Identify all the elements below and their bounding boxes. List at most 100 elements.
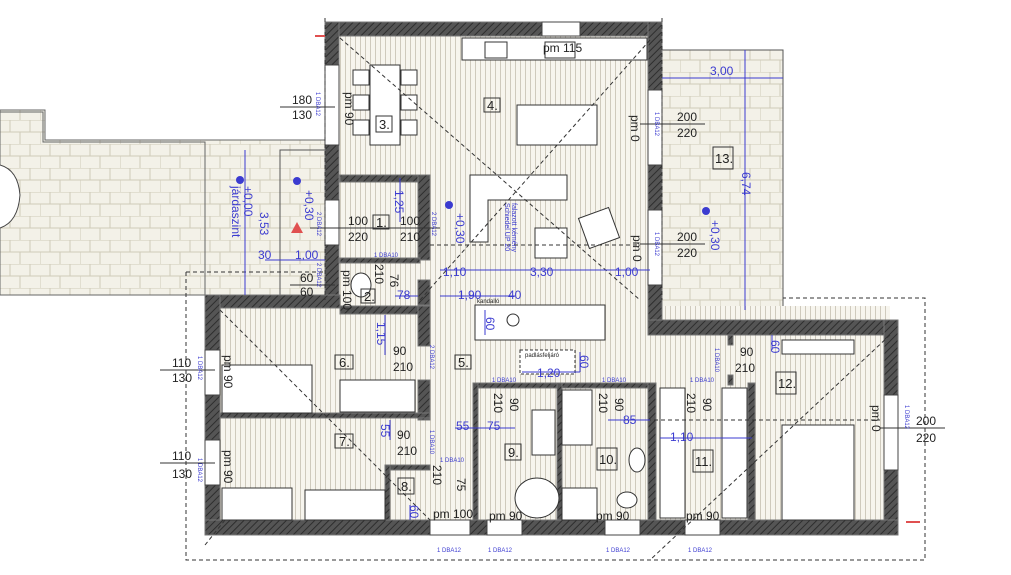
dim-label: 1,90 xyxy=(458,288,482,302)
dim-entry-length: 3,53 xyxy=(257,212,271,236)
room-label-3: 3. xyxy=(375,115,393,133)
svg-text:13.: 13. xyxy=(715,151,733,166)
opening-width: 76 xyxy=(387,274,401,288)
chimney-note-sub: falazott kémény xyxy=(510,203,517,253)
svg-text:5.: 5. xyxy=(458,355,469,370)
opening-height: 220 xyxy=(677,126,697,140)
dimension-lines xyxy=(244,50,783,520)
level-marker-icon xyxy=(293,177,301,185)
opening-code: 2 DBA12 xyxy=(315,212,321,237)
parapet-label: pm 115 xyxy=(543,41,582,55)
parapet-label: pm 90 xyxy=(221,355,235,389)
parapet-label: pm 0 xyxy=(869,405,883,432)
opening-code: 1 DBA12 xyxy=(196,458,202,483)
level-label: +0,00 xyxy=(241,186,255,217)
opening-height: 130 xyxy=(172,371,192,385)
room-label-7: 7. xyxy=(334,433,354,449)
dim-label: 55 xyxy=(378,424,392,438)
opening-codes: 1 DBA12 1 DBA12 1 DBA12 1 DBA12 1 DBA12 … xyxy=(196,92,909,554)
parapet-label: pm 100 xyxy=(340,270,354,310)
opening-width: 75 xyxy=(454,478,468,492)
opening-width: 100 xyxy=(400,214,420,228)
dim-label: 60 xyxy=(407,505,421,519)
parapet-labels: pm 90 pm 115 pm 0 pm 0 pm 90 pm 90 pm 10… xyxy=(221,41,883,523)
level-labels: +0,00 járdaszint +0,30 +0,30 +0,30 Schie… xyxy=(229,185,722,359)
opening-code: 2 DBA12 xyxy=(428,345,434,370)
opening-code: 1 DBA12 xyxy=(688,548,713,554)
opening-height: 210 xyxy=(491,393,505,413)
dim-label: 78 xyxy=(397,288,411,302)
room-label-10: 10. xyxy=(596,447,618,471)
entrance-arrow-icon xyxy=(291,222,303,233)
opening-width: 90 xyxy=(507,398,521,412)
room-labels: 1. 2. 3. 4. 5. 6. 7. 8. 9. 10. 11. 12. 1… xyxy=(334,97,797,495)
dim-label: 1,00 xyxy=(615,265,639,279)
parapet-label: pm 90 xyxy=(686,509,720,523)
openings xyxy=(204,21,899,536)
opening-code: 1 DBA12 xyxy=(903,405,909,430)
svg-text:6.: 6. xyxy=(339,355,350,370)
entry-terrace xyxy=(0,109,326,296)
opening-code: 1 DBA10 xyxy=(713,348,719,373)
dim-terrace-length: 6,74 xyxy=(739,172,753,196)
opening-width: 90 xyxy=(397,428,411,442)
svg-text:9.: 9. xyxy=(508,445,519,460)
room-label-12: 12. xyxy=(775,371,797,395)
opening-code: 1 DBA12 xyxy=(606,548,631,554)
parapet-label: pm 90 xyxy=(221,450,235,484)
dim-label: 1,10 xyxy=(443,265,467,279)
dim-label: 60 xyxy=(577,355,591,369)
parapet-label: pm 0 xyxy=(628,115,642,142)
attic-hatch-label: padlásfeljáró xyxy=(525,353,560,359)
room-label-11: 11. xyxy=(692,449,714,473)
room-label-1: 1. xyxy=(372,214,390,230)
room-label-6: 6. xyxy=(334,354,354,370)
opening-code: 2 DBA12 xyxy=(430,212,436,237)
opening-code: 2 DBA12 xyxy=(315,263,321,288)
level-label: +0,30 xyxy=(708,220,722,251)
dim-label: 1,25 xyxy=(392,190,406,214)
svg-text:11.: 11. xyxy=(695,454,712,469)
opening-code: 1 DBA10 xyxy=(492,378,517,384)
opening-height: 220 xyxy=(348,230,368,244)
opening-code: 1 DBA12 xyxy=(488,548,513,554)
opening-width: 200 xyxy=(916,414,936,428)
opening-width: 100 xyxy=(348,214,368,228)
opening-code: 1 DBA10 xyxy=(374,253,399,259)
dim-label: 1,10 xyxy=(670,430,694,444)
opening-height: 210 xyxy=(397,444,417,458)
opening-height: 210 xyxy=(596,393,610,413)
opening-code: 1 DBA12 xyxy=(653,112,659,137)
room-label-2: 2. xyxy=(360,288,376,304)
opening-width: 90 xyxy=(393,344,407,358)
parapet-label: pm 100 xyxy=(433,507,473,521)
svg-text:3.: 3. xyxy=(379,117,390,132)
opening-width: 90 xyxy=(700,398,714,412)
svg-text:10.: 10. xyxy=(599,452,617,467)
room-label-8: 8. xyxy=(397,477,415,495)
chimney-note: Schiedel UP 20 xyxy=(503,203,510,251)
roof-lines xyxy=(185,18,926,561)
dim-label: 60 xyxy=(483,317,497,331)
opening-height: 210 xyxy=(735,361,755,375)
svg-text:1.: 1. xyxy=(376,215,387,230)
opening-width: 200 xyxy=(677,230,697,244)
opening-height: 220 xyxy=(916,431,936,445)
level-label: +0,30 xyxy=(302,190,316,221)
level-marker-icon xyxy=(236,176,244,184)
opening-labels: 180 130 110 130 110 130 100 220 100 210 … xyxy=(160,93,945,492)
opening-height: 220 xyxy=(677,246,697,260)
parapet-label: pm 90 xyxy=(596,509,630,523)
terrace-13 xyxy=(661,49,784,313)
opening-code: 1 DBA10 xyxy=(602,378,627,384)
opening-height: 210 xyxy=(684,393,698,413)
dim-label: 30 xyxy=(258,248,272,262)
dim-label: 60 xyxy=(768,340,782,354)
dim-label: 1,20 xyxy=(537,366,561,380)
svg-text:8.: 8. xyxy=(401,479,412,494)
dim-terrace-width: 3,00 xyxy=(710,64,734,78)
level-marker-icon xyxy=(702,207,710,215)
dim-label: 40 xyxy=(508,288,522,302)
dim-label: 55 xyxy=(456,419,470,433)
